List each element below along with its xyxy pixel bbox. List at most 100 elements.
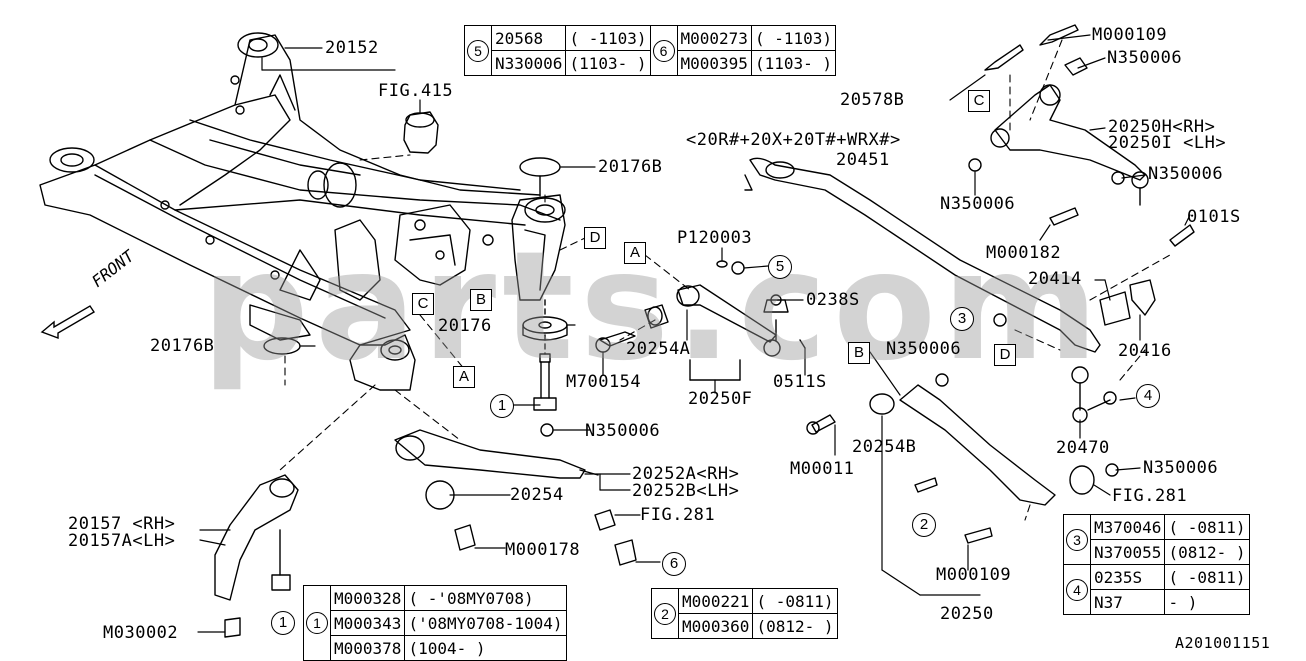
table-row: 4 0235S ( -0811)	[1063, 564, 1250, 615]
ref-circle-5[interactable]: 5	[768, 255, 792, 279]
table-part-number[interactable]: 0235S	[1089, 564, 1166, 590]
part-label-m030002[interactable]: M030002	[103, 623, 179, 643]
ref-box-d-right[interactable]: D	[994, 344, 1016, 366]
part-label-20250f[interactable]: 20250F	[688, 389, 753, 409]
part-label-20157a[interactable]: 20157A<LH>	[68, 531, 176, 551]
table-date-range: (0812- )	[752, 613, 838, 639]
ref-circle-4[interactable]: 4	[1136, 384, 1160, 408]
variant-note: <20R#+20X+20T#+WRX#>	[686, 130, 901, 150]
part-label-20176b-top[interactable]: 20176B	[598, 157, 663, 177]
part-label-0101s[interactable]: 0101S	[1187, 207, 1241, 227]
part-label-20157[interactable]: 20157 <RH>	[68, 514, 176, 534]
part-label-20254a[interactable]: 20254A	[626, 339, 691, 359]
ref-box-a-mid[interactable]: A	[624, 242, 646, 264]
table-ref-1: 1 M000328 ( -'08MY0708) M000343 ('08MY07…	[303, 585, 567, 661]
table-row: M000360 (0812- )	[652, 613, 838, 639]
table-part-number[interactable]: N330006	[490, 50, 567, 76]
part-label-n350006-mid[interactable]: N350006	[585, 421, 661, 441]
table-date-range: ( -0811)	[1164, 514, 1250, 540]
table-row: 5 20568 ( -1103) 6 M000273 ( -1103)	[464, 25, 837, 76]
front-direction-arrow	[40, 305, 95, 340]
part-label-20176b-left[interactable]: 20176B	[150, 336, 215, 356]
part-label-20250h[interactable]: 20250H<RH>	[1108, 117, 1216, 137]
part-label-20451[interactable]: 20451	[836, 150, 890, 170]
part-label-20578b[interactable]: 20578B	[840, 90, 905, 110]
ref-box-a-left[interactable]: A	[453, 366, 475, 388]
part-label-n350006-right[interactable]: N350006	[1148, 164, 1224, 184]
part-label-m000182[interactable]: M000182	[986, 243, 1062, 263]
part-label-20414[interactable]: 20414	[1028, 269, 1082, 289]
part-label-m000178[interactable]: M000178	[505, 540, 581, 560]
table-date-range: (0812- )	[1164, 539, 1250, 565]
table-date-range: ( -0811)	[1164, 564, 1250, 590]
table-date-range: (1004- )	[404, 635, 567, 661]
table-part-number[interactable]: M000343	[329, 610, 406, 636]
part-label-0238s[interactable]: 0238S	[806, 290, 860, 310]
part-label-20250[interactable]: 20250	[940, 604, 994, 624]
part-label-n350006-bottom-right[interactable]: N350006	[1143, 458, 1219, 478]
table-date-range: ( -'08MY0708)	[404, 585, 567, 611]
part-label-m000109-top[interactable]: M000109	[1092, 25, 1168, 45]
insulator-stack	[522, 299, 568, 437]
part-label-p120003[interactable]: P120003	[677, 228, 753, 248]
ref-circle-6[interactable]: 6	[662, 552, 686, 576]
part-label-n350006-tr[interactable]: N350006	[1107, 48, 1183, 68]
fig-ref-281-mid[interactable]: FIG.281	[640, 505, 716, 525]
part-label-20152[interactable]: 20152	[325, 38, 379, 58]
ref-circle-2[interactable]: 2	[912, 513, 936, 537]
table-ref-number: 2	[651, 588, 679, 639]
fig-ref-281-right[interactable]: FIG.281	[1112, 486, 1188, 506]
ref-box-c-right[interactable]: C	[968, 90, 990, 112]
table-part-number[interactable]: M000395	[676, 50, 752, 76]
part-label-20250i[interactable]: 20250I <LH>	[1108, 133, 1227, 153]
ref-circle-1-b[interactable]: 1	[271, 611, 295, 635]
part-label-m000109-bottom[interactable]: M000109	[936, 565, 1012, 585]
ref-box-d-mid[interactable]: D	[584, 227, 606, 249]
stabilizer-link	[1071, 366, 1111, 423]
table-part-number[interactable]: M000360	[677, 613, 754, 639]
part-label-0511s[interactable]: 0511S	[773, 372, 827, 392]
table-row: 1 M000328 ( -'08MY0708)	[303, 585, 567, 661]
diff-mount-bushing	[403, 111, 439, 154]
leader-lines	[197, 34, 1191, 633]
assembly-lines	[279, 39, 1171, 521]
fig-ref-415[interactable]: FIG.415	[378, 81, 454, 101]
part-label-m00011[interactable]: M00011	[790, 459, 855, 479]
part-label-20254[interactable]: 20254	[510, 485, 564, 505]
table-ref-number: 4	[1063, 564, 1091, 615]
table-part-number[interactable]: N37	[1089, 589, 1166, 615]
table-part-number[interactable]: M000378	[329, 635, 406, 661]
table-part-number[interactable]: M000273	[676, 25, 752, 51]
part-label-20176[interactable]: 20176	[438, 316, 492, 336]
part-label-20252b[interactable]: 20252B<LH>	[632, 481, 740, 501]
part-label-n350006-bottom[interactable]: N350006	[886, 339, 962, 359]
ref-circle-1-a[interactable]: 1	[490, 394, 514, 418]
table-row: 2 M000221 ( -0811)	[651, 588, 838, 639]
table-part-number[interactable]: M370046	[1089, 514, 1166, 540]
part-label-20470[interactable]: 20470	[1056, 438, 1110, 458]
table-part-number[interactable]: N370055	[1089, 539, 1166, 565]
table-part-number[interactable]: M000221	[677, 588, 754, 614]
ref-box-c-mid[interactable]: C	[412, 293, 434, 315]
lower-arm	[806, 384, 1095, 544]
ref-box-b-right[interactable]: B	[848, 342, 870, 364]
bump-stop-top	[519, 157, 561, 197]
ref-box-b-mid[interactable]: B	[470, 289, 492, 311]
table-date-range: ( -1103)	[750, 25, 837, 51]
table-part-number[interactable]: M000328	[329, 585, 406, 611]
table-part-number[interactable]: 20568	[490, 25, 567, 51]
part-label-n350006-centre[interactable]: N350006	[940, 194, 1016, 214]
part-label-m700154[interactable]: M700154	[566, 372, 642, 392]
part-label-20254b[interactable]: 20254B	[852, 437, 917, 457]
part-label-20416[interactable]: 20416	[1118, 341, 1172, 361]
ref-circle-3[interactable]: 3	[950, 307, 974, 331]
part-label-20252a[interactable]: 20252A<RH>	[632, 464, 740, 484]
fasteners	[770, 24, 1195, 477]
table-row: N370055 (0812- )	[1064, 539, 1250, 565]
stabilizer-bracket	[1099, 279, 1156, 326]
trailing-arm	[214, 474, 299, 638]
table-row: 3 M370046 ( -0811)	[1063, 514, 1250, 565]
table-ref-number: 6	[649, 25, 678, 76]
